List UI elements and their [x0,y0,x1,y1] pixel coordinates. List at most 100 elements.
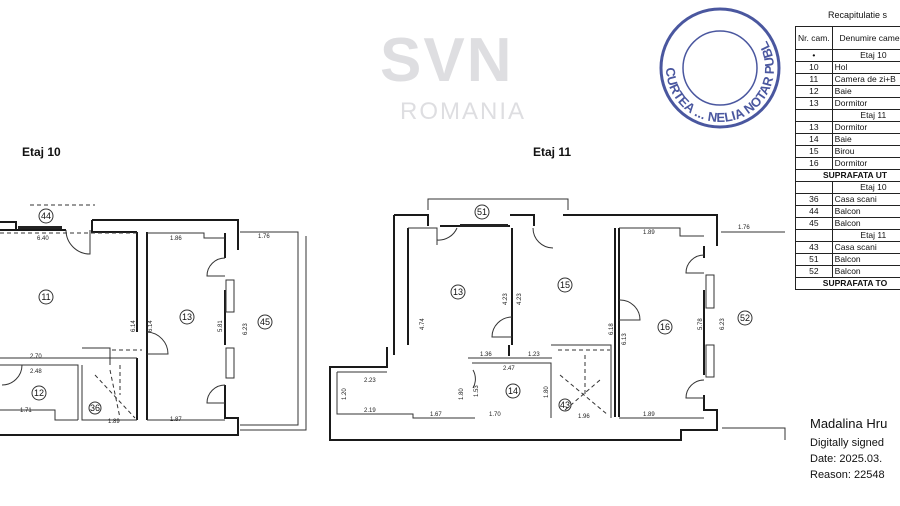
header-name: Denumire camera [831,26,900,50]
room-name: Birou [831,145,900,158]
room-number: 36 [795,193,833,206]
room-name: Balcon [831,205,900,218]
room-number [795,181,833,194]
dim-label: 1.23 [528,352,540,358]
dim-label: 4.74 [420,318,426,330]
dim-label: 1.67 [430,412,442,418]
room-number [795,109,833,122]
dim-label: 4.23 [503,293,509,305]
signature-line1: Digitally signed [810,437,884,449]
etaj10-title: Etaj 10 [22,145,61,159]
room-name: Baie [831,85,900,98]
total-label: SUPRAFATA UT [795,169,900,182]
plan-etaj11: 51 13 15 16 52 14 43 4.74 4.23 4.23 1.36… [329,198,786,441]
room-number: • [795,49,833,62]
room-number: 15 [795,145,833,158]
table-row: •Etaj 10 [795,49,900,62]
room-label-14: 14 [508,386,518,396]
table-title: Recapitulatie s [828,10,888,20]
room-label-44: 44 [41,211,51,221]
etaj11-title: Etaj 11 [533,145,572,159]
dim-label: 6.14 [148,320,154,332]
room-number: 13 [795,97,833,110]
floor-section: Etaj 11 [831,229,900,242]
room-name: Casa scani [831,193,900,206]
room-number: 52 [795,265,833,278]
dim-label: 1.70 [489,412,501,418]
dim-label: 1.20 [342,388,348,400]
signature-name: Madalina Hru [810,416,888,431]
room-name: Camera de zi+B [831,73,900,86]
signature-line3: Reason: 22548 [810,469,885,481]
dim-label: 1.80 [459,388,465,400]
dim-label: 1.86 [170,236,182,242]
total-label: SUPRAFATA TO [795,277,900,290]
table-row: Etaj 11 [795,229,900,242]
dim-label: 1.89 [643,412,655,418]
room-name: Balcon [831,265,900,278]
floor-section: Etaj 10 [831,181,900,194]
room-label-16: 16 [660,322,670,332]
room-number: 45 [795,217,833,230]
dim-label: 5.78 [698,318,704,330]
room-number: 10 [795,61,833,74]
room-number: 43 [795,241,833,254]
room-name: Dormitor [831,97,900,110]
floor-section: Etaj 10 [831,49,900,62]
room-number: 14 [795,133,833,146]
dim-label: 5.81 [218,320,224,332]
room-label-52: 52 [740,313,750,323]
table-header-row: Nr. cam. Denumire camera [795,26,900,50]
room-label-13: 13 [453,287,463,297]
dim-label: 4.23 [517,293,523,305]
dim-label: 1.87 [170,417,182,423]
room-number: 12 [795,85,833,98]
dim-label: 2.48 [30,369,42,375]
dim-label: 2.19 [364,408,376,414]
dim-label: 1.76 [738,225,750,231]
dim-label: 1.71 [20,408,32,414]
dim-label: 1.36 [480,352,492,358]
dim-label: 1.89 [643,230,655,236]
room-label-45: 45 [260,317,270,327]
room-number [795,229,833,242]
table-row: Etaj 11 [795,109,900,122]
dim-label: 1.76 [258,234,270,240]
dim-label: 2.70 [30,354,42,360]
dim-label: 6.40 [37,236,49,242]
room-label-51: 51 [477,207,487,217]
room-label-36: 36 [90,403,100,413]
room-label-13: 13 [182,312,192,322]
room-number: 11 [795,73,833,86]
room-name: Balcon [831,217,900,230]
room-summary-table: Nr. cam. Denumire camera •Etaj 1010Hol11… [795,26,900,290]
watermark-country: ROMANIA [400,98,527,125]
room-name: Hol [831,61,900,74]
dim-label: 1.89 [108,419,120,425]
room-number: 13 [795,121,833,134]
room-name: Baie [831,133,900,146]
dim-label: 6.23 [720,318,726,330]
signature-line2: Date: 2025.03. [810,453,883,465]
table-row: SUPRAFATA TO [795,277,900,290]
floor-section: Etaj 11 [831,109,900,122]
watermark-brand: SVN [380,26,514,95]
room-label-43: 43 [560,400,570,410]
room-number: 51 [795,253,833,266]
header-nr: Nr. cam. [795,26,833,50]
dim-label: 6.14 [131,320,137,332]
room-label-12: 12 [34,388,44,398]
